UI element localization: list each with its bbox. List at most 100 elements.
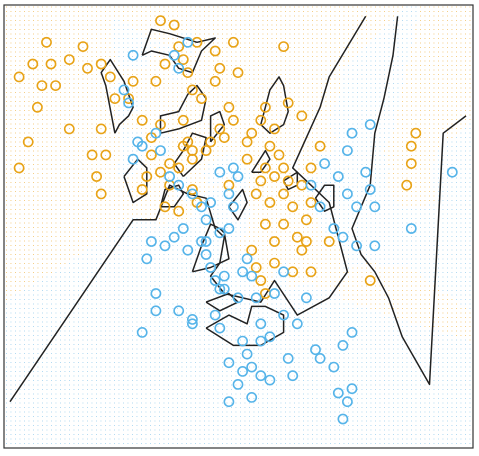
data-point-orange [13, 162, 25, 174]
data-point-orange [218, 132, 230, 143]
data-point-orange [410, 127, 422, 139]
data-point-blue [337, 231, 349, 243]
data-point-blue [232, 292, 244, 304]
data-point-blue [332, 171, 344, 182]
data-point-blue [337, 339, 349, 351]
data-point-orange [136, 114, 148, 126]
data-point-orange [95, 58, 107, 70]
boundary-segment-5 [100, 58, 134, 134]
data-point-blue [214, 283, 226, 295]
data-point-orange [155, 166, 166, 178]
data-point-orange [278, 162, 289, 174]
data-point-blue [446, 166, 458, 178]
data-point-orange [364, 275, 376, 286]
data-point-orange [136, 184, 148, 195]
data-point-orange [405, 158, 417, 169]
data-point-orange [155, 119, 166, 130]
data-point-orange [241, 153, 253, 165]
data-point-orange [232, 67, 244, 78]
data-point-blue [328, 223, 340, 234]
data-point-orange [127, 75, 139, 87]
data-point-orange [259, 162, 271, 174]
boundary-segment-1 [191, 223, 230, 273]
data-point-blue [346, 127, 358, 139]
data-point-orange [269, 257, 280, 269]
data-point-blue [136, 140, 148, 152]
data-point-orange [300, 214, 312, 226]
data-point-blue [168, 49, 180, 61]
data-point-orange [86, 149, 98, 161]
data-point-blue [237, 335, 248, 347]
data-point-blue [227, 162, 239, 174]
data-point-blue [196, 236, 207, 247]
data-point-blue [346, 383, 358, 395]
data-point-blue [223, 396, 235, 408]
data-point-orange [22, 136, 34, 148]
data-point-orange [186, 84, 198, 96]
data-point-orange [255, 275, 267, 286]
data-point-orange [177, 140, 189, 152]
data-point-blue [168, 231, 180, 243]
data-point-blue [319, 158, 330, 169]
data-point-blue [346, 326, 358, 338]
data-point-blue [241, 253, 253, 265]
boundary-segment-10 [209, 110, 226, 143]
data-point-orange [278, 41, 289, 52]
data-point-blue [214, 322, 226, 334]
data-point-blue [186, 313, 198, 325]
data-point-orange [45, 58, 57, 70]
data-point-blue [214, 166, 226, 178]
data-point-orange [141, 171, 153, 182]
data-point-orange [291, 231, 303, 243]
data-point-orange [227, 36, 239, 48]
data-point-blue [278, 266, 289, 278]
data-point-blue [246, 270, 258, 282]
data-point-blue [118, 84, 130, 96]
data-point-blue [177, 223, 189, 234]
data-point-orange [168, 19, 180, 31]
data-point-blue [200, 249, 212, 260]
data-point-blue [237, 365, 248, 377]
data-point-orange [13, 71, 25, 83]
data-point-orange [100, 149, 112, 161]
data-point-blue [232, 171, 244, 182]
data-points [13, 15, 458, 425]
data-point-blue [246, 361, 258, 373]
data-point-blue [287, 370, 299, 382]
data-point-orange [173, 205, 185, 217]
data-point-orange [401, 179, 413, 191]
data-point-blue [369, 240, 381, 252]
data-point-blue [282, 352, 294, 364]
data-point-blue [123, 97, 135, 109]
data-point-orange [241, 136, 253, 148]
data-point-blue [223, 188, 235, 200]
data-point-blue [332, 387, 344, 399]
data-point-orange [63, 54, 75, 65]
data-point-orange [145, 149, 157, 161]
data-point-blue [269, 288, 280, 299]
data-point-orange [150, 75, 162, 87]
data-point-blue [214, 227, 226, 239]
data-point-orange [282, 97, 294, 109]
data-point-orange [196, 93, 207, 104]
data-point-blue [337, 413, 349, 425]
data-point-blue [241, 348, 253, 360]
data-point-orange [278, 218, 289, 230]
data-point-blue [164, 171, 175, 182]
data-point-orange [273, 149, 285, 161]
data-point-blue [369, 201, 381, 213]
data-point-blue [145, 236, 157, 247]
data-point-orange [159, 58, 171, 70]
data-point-orange [205, 136, 216, 148]
data-point-blue [173, 62, 185, 74]
data-point-orange [182, 67, 194, 78]
data-point-blue [278, 309, 289, 321]
data-point-blue [305, 179, 317, 191]
data-point-orange [269, 171, 280, 182]
data-point-orange [77, 41, 89, 52]
data-point-blue [155, 145, 166, 156]
data-point-orange [314, 140, 326, 152]
data-point-blue [341, 145, 353, 156]
data-point-orange [305, 162, 317, 174]
